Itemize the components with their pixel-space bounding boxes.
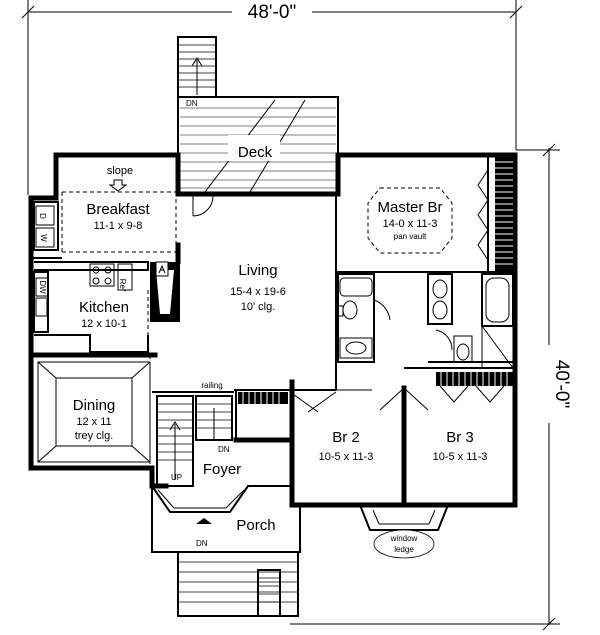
deck-label: Deck [238,144,273,161]
railing-label: railing [201,381,222,390]
living-label: Living [238,262,277,279]
exterior-walls [28,152,518,508]
width-dimension-label: 48'-0" [248,2,296,23]
stair-down-label: DN [218,445,230,454]
kitchen-label: Kitchen [79,299,129,316]
master-bedroom: Master Br 14-0 x 11-3 pan vault [336,155,515,273]
stair-up-label: UP [171,473,182,482]
depth-dimension-label: 40'-0" [551,360,572,408]
porch-stair-label: DN [196,539,208,548]
dishwasher-label: DW [38,280,47,294]
foyer-label: Foyer [203,461,241,478]
living-size: 15-4 x 19-6 [230,286,286,298]
br3-label: Br 3 [446,429,474,446]
breakfast-room: slope Breakfast 11-1 x 9-8 [61,165,177,253]
dining-ceiling: trey clg. [75,430,114,442]
bedroom-3: Br 3 10-5 x 11-3 [379,387,488,463]
dining-size: 12 x 11 [76,416,111,428]
master-bath [427,273,515,369]
deck: DN Deck [177,36,339,194]
br3-size: 10-5 x 11-3 [433,451,488,463]
master-label: Master Br [377,199,442,216]
living-room: Living 15-4 x 19-6 10' clg. [175,194,337,390]
master-size: 14-0 x 11-3 [383,218,438,230]
master-ceiling: pan vault [394,232,427,241]
washer-label: W [39,234,48,242]
porch: Porch DN [149,465,301,617]
bedroom-closets [238,367,515,404]
dining-label: Dining [73,397,116,414]
dining-room: Dining 12 x 11 trey clg. [37,355,151,468]
porch-label: Porch [236,517,275,534]
bedroom-2: Br 2 10-5 x 11-3 [234,385,407,508]
living-ceiling: 10' clg. [241,301,276,313]
kitchen-size: 12 x 10-1 [81,318,127,330]
breakfast-size: 11-1 x 9-8 [94,220,143,232]
depth-dimension: 40'-0" [290,143,572,631]
kitchen: Ref DW Kitchen 12 x 10-1 [28,261,158,358]
window-ledge-text-1: window [390,534,418,543]
laundry: D W [31,201,62,259]
width-dimension: 48'-0" [21,0,523,195]
hall-bath [337,273,391,363]
breakfast-label: Breakfast [86,201,150,218]
window-ledge: window ledge [359,504,449,559]
window-ledge-text-2: ledge [394,545,414,554]
refrigerator-label: Ref [118,279,127,292]
deck-stair-label: DN [186,99,198,108]
fireplace [150,261,180,322]
br2-size: 10-5 x 11-3 [319,451,374,463]
br2-label: Br 2 [332,429,360,446]
breakfast-slope-note: slope [107,165,133,177]
foyer: railing UP DN Foyer [152,381,295,487]
dryer-label: D [38,213,47,219]
